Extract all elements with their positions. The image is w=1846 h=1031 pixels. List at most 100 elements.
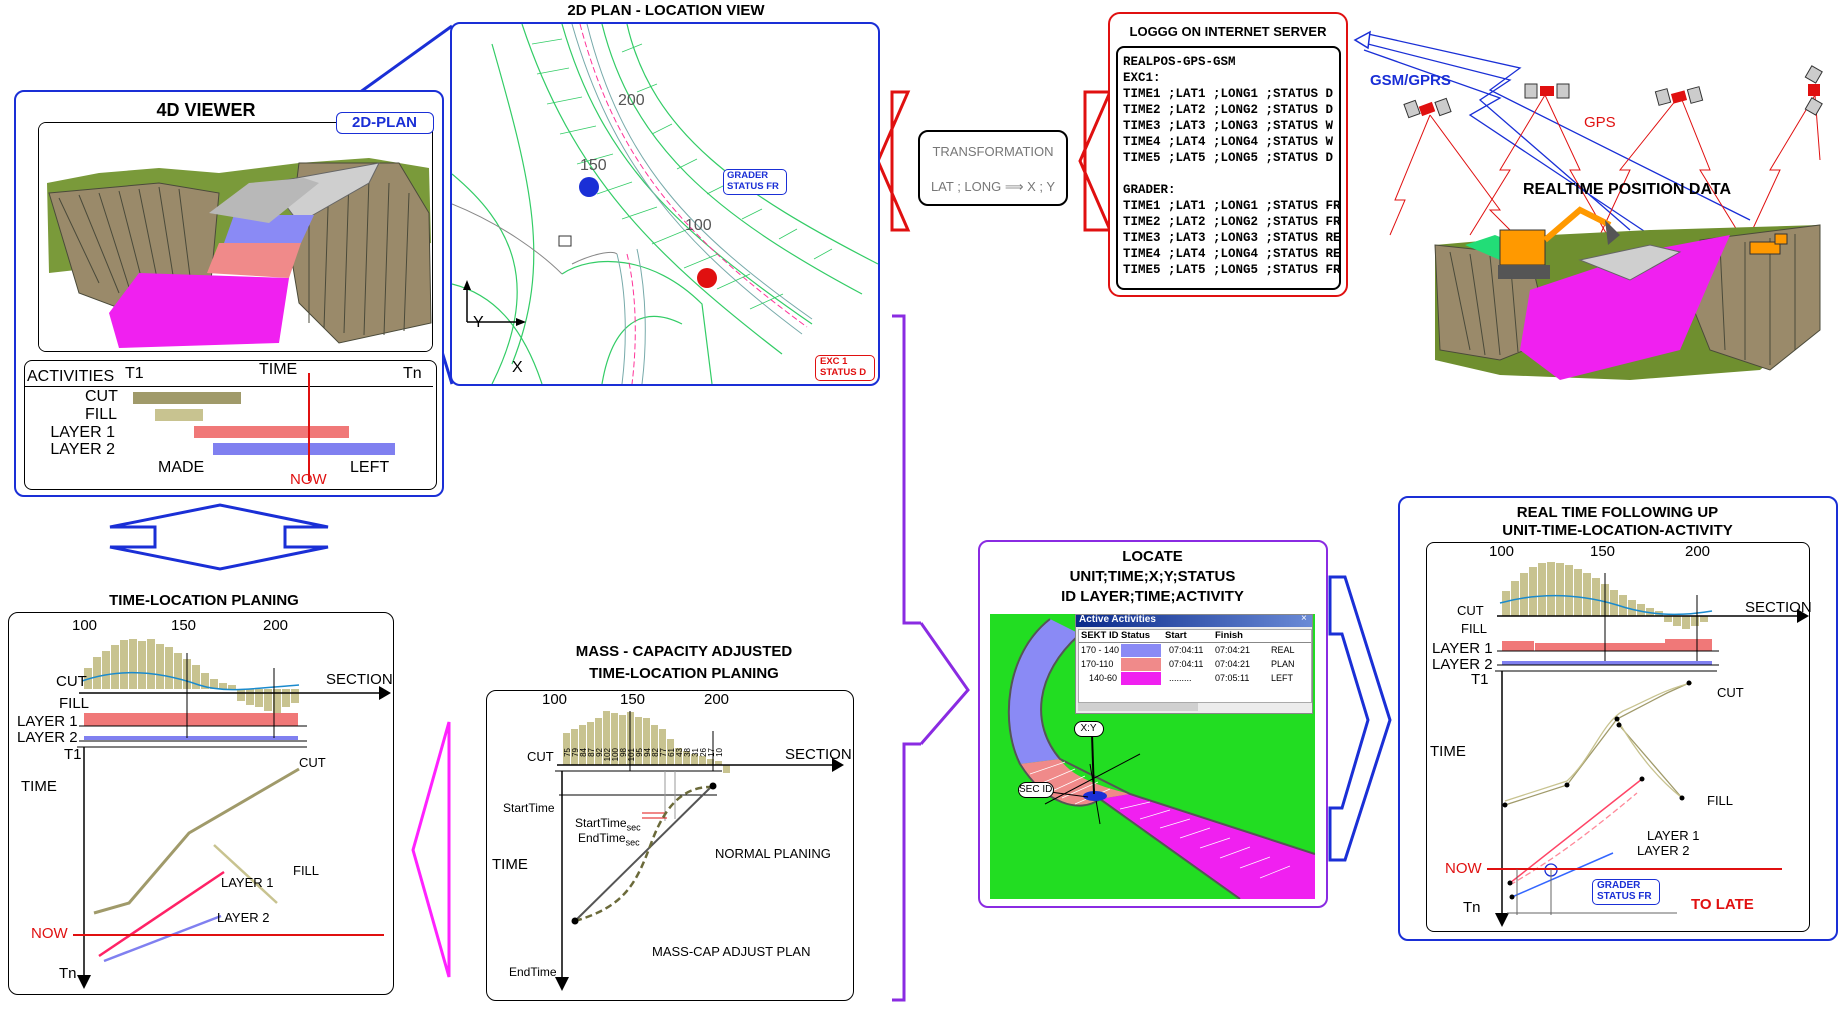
rt-curve-fill: FILL (1707, 793, 1734, 808)
rt-panel: REAL TIME FOLLOWING UP UNIT-TIME-LOCATIO… (1398, 496, 1838, 941)
rt-layer1-bars (1502, 639, 1712, 651)
log-line-5: TIME3 ;LAT3 ;LONG3 ;STATUS W (1123, 119, 1334, 133)
grader-marker[interactable] (579, 177, 599, 197)
plan2d-button-label: 2D-PLAN (351, 114, 417, 131)
gantt-bar-layer2 (213, 443, 395, 455)
locate-scene: X:Y SEC ID Active Activities × SEKT ID S… (990, 614, 1315, 899)
rt-curve-layer1: LAYER 1 (1647, 828, 1700, 843)
mass-panel: 100 150 200 CUT SECTION 75 79 84 87 92 1… (486, 690, 854, 1001)
mass-start-time-sec: StartTimesec (575, 816, 641, 833)
red-arrow-left (876, 90, 911, 232)
transformation-title: TRANSFORMATION (932, 144, 1054, 159)
tlp-title: TIME-LOCATION PLANING (109, 592, 299, 609)
rt-chart (1487, 562, 1809, 927)
gantt-bar-fill (155, 409, 203, 421)
locate-panel: LOCATE UNIT;TIME;X;Y;STATUS ID LAYER;TIM… (978, 540, 1328, 908)
mass-station-200: 200 (704, 691, 730, 708)
row1-status (1121, 644, 1161, 657)
log-line-12: TIME3 ;LAT3 ;LONG3 ;STATUS RE (1123, 231, 1341, 245)
exc-tag-line2: STATUS D (820, 367, 867, 378)
row3-start: ......... (1169, 673, 1192, 683)
window-titlebar[interactable]: Active Activities × (1076, 614, 1312, 627)
gantt-bar-cut (133, 392, 241, 404)
magenta-arrow (411, 721, 451, 978)
locate-point[interactable] (1083, 791, 1107, 801)
rt-cut-bars (1502, 562, 1708, 629)
secid-tag: SEC ID (1018, 782, 1054, 798)
rt-too-late: TO LATE (1691, 896, 1754, 913)
gantt-made-label: MADE (158, 459, 205, 476)
gsm-label: GSM/GPRS (1370, 72, 1451, 89)
locate-title-1: LOCATE (1122, 548, 1183, 565)
rt-title-1: REAL TIME FOLLOWING UP (1516, 504, 1719, 521)
rt-layer1-label: LAYER 1 (1432, 640, 1493, 657)
secid-tag-label: SEC ID (1019, 784, 1053, 795)
tlp-cut-bars (84, 639, 299, 713)
mass-station-100: 100 (542, 691, 568, 708)
active-activities-window[interactable]: Active Activities × SEKT ID Status Start… (1075, 614, 1313, 714)
tlp-station-150: 150 (171, 617, 197, 634)
rt-curve-cut: CUT (1717, 685, 1744, 700)
axis-y-label: Y (473, 314, 484, 331)
viewer4d-panel: 4D VIEWER 2D-PLAN ACTIVITIES T1 TIME Tn … (14, 90, 444, 497)
rt-grader-line2: STATUS FR (1597, 891, 1652, 902)
row2-status (1121, 658, 1161, 671)
grader-tag-line2: STATUS FR (727, 181, 779, 192)
tlp-fill-label: FILL (59, 695, 90, 712)
rt-t1-label: T1 (1471, 671, 1489, 688)
rt-time-label: TIME (1430, 743, 1466, 760)
plan2d-button[interactable]: 2D-PLAN (336, 112, 434, 134)
locate-title-3: ID LAYER;TIME;ACTIVITY (1061, 588, 1244, 605)
log-line-4: TIME2 ;LAT2 ;LONG2 ;STATUS D (1123, 103, 1334, 117)
tlp-cut-label: CUT (56, 673, 87, 690)
row3-status (1121, 672, 1161, 685)
mass-end-time: EndTime (509, 965, 557, 979)
excavator-marker[interactable] (697, 268, 717, 288)
viewer4d-title: 4D VIEWER (156, 100, 256, 120)
gantt-tn: Tn (403, 365, 422, 382)
gps-label: GPS (1584, 114, 1616, 131)
server-title: LOGGG ON INTERNET SERVER (1129, 24, 1327, 39)
rt-layer2-label: LAYER 2 (1432, 656, 1493, 673)
grader-tag-line1: GRADER (727, 170, 769, 181)
transformation-box: TRANSFORMATION LAT ; LONG ⟹ X ; Y (918, 130, 1068, 206)
log-line-9: GRADER: (1123, 183, 1176, 197)
row1-start: 07:04:11 (1169, 645, 1204, 655)
plan2d-panel: 200 150 100 GRADER STATUS FR EXC 1 STATU… (450, 22, 880, 386)
rt-grader-line1: GRADER (1597, 880, 1641, 891)
log-line-7: TIME5 ;LAT5 ;LONG5 ;STATUS D (1123, 151, 1334, 165)
tlp-panel: 100 150 200 CUT FILL SECTION LAYER 1 LAY… (8, 612, 394, 995)
tlp-t1-label: T1 (64, 746, 82, 763)
close-icon[interactable]: × (1301, 614, 1307, 624)
tlp-now-label: NOW (31, 925, 68, 942)
transformation-formula: LAT ; LONG ⟹ X ; Y (930, 179, 1056, 194)
mass-end-time-sec: EndTimesec (578, 831, 640, 848)
window-title: Active Activities (1079, 614, 1156, 625)
mass-bar-values: 75 79 84 87 92 102 100 98 101 95 94 82 7… (563, 748, 733, 765)
red-arrow-right (1078, 90, 1113, 232)
tlp-layer2-label: LAYER 2 (17, 729, 78, 746)
locate-title-2: UNIT;TIME;X;Y;STATUS (1069, 568, 1236, 585)
satellite-icon (1403, 97, 1452, 119)
purple-bracket-bottom (892, 742, 921, 1002)
tlp-curve-cut: CUT (299, 755, 326, 770)
rt-curve-layer2: LAYER 2 (1637, 843, 1690, 858)
grader-tag: GRADER STATUS FR (723, 169, 787, 195)
rt-grader-tag: GRADER STATUS FR (1592, 879, 1660, 905)
log-line-11: TIME2 ;LAT2 ;LONG2 ;STATUS FR (1123, 215, 1341, 229)
terrain-3d-view (38, 122, 433, 352)
satellite-icon (1804, 65, 1823, 116)
station-150: 150 (580, 157, 607, 174)
purple-bracket-top (892, 314, 921, 625)
col-start: Start (1165, 630, 1187, 641)
rt-cut-label: CUT (1457, 603, 1484, 618)
tlp-curve-layer1: LAYER 1 (221, 875, 274, 890)
rt-station-200: 200 (1685, 543, 1711, 560)
gantt-left-label: LEFT (350, 459, 390, 476)
gantt-t1: T1 (125, 365, 144, 382)
row1-finish: 07:04:21 (1215, 645, 1251, 655)
rt-title-2: UNIT-TIME-LOCATION-ACTIVITY (1502, 522, 1733, 539)
satellite-icon (1654, 86, 1704, 106)
xy-tag-label: X:Y (1080, 723, 1097, 734)
locate-road (1007, 618, 1315, 899)
